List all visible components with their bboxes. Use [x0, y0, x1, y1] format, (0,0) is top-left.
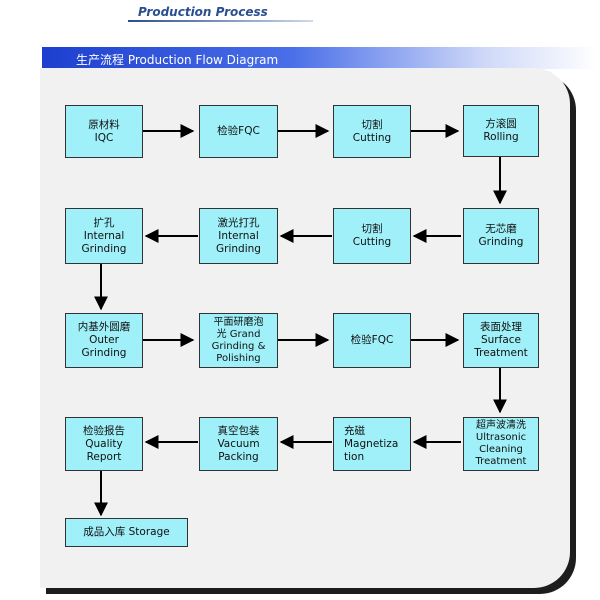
- step-fqc-inspection: 检验FQC: [199, 105, 278, 158]
- step-rolling: 方滚圆 Rolling: [463, 105, 539, 157]
- step-magnetization: 充磁 Magnetiza tion: [333, 417, 411, 471]
- step-cutting: 切割 Cutting: [333, 105, 411, 158]
- section-title: 生产流程 Production Flow Diagram: [76, 53, 279, 67]
- step-cutting-2: 切割 Cutting: [333, 208, 411, 264]
- page-heading: Production Process: [138, 5, 268, 19]
- step-centerless-grinding: 无芯磨 Grinding: [463, 208, 539, 264]
- step-ream-internal-grinding: 扩孔 Internal Grinding: [65, 208, 143, 264]
- section-banner: [42, 47, 597, 69]
- step-vacuum-packing: 真空包装 Vacuum Packing: [199, 417, 278, 471]
- step-surface-treatment: 表面处理 Surface Treatment: [463, 313, 539, 368]
- heading-underline: [128, 20, 313, 22]
- step-ultrasonic-cleaning: 超声波清洗 Ultrasonic Cleaning Treatment: [463, 417, 539, 471]
- step-grinding-polishing: 平面研磨泡 光 Grand Grinding & Polishing: [199, 313, 278, 368]
- step-fqc-inspection-2: 检验FQC: [333, 313, 411, 368]
- step-storage: 成品入库 Storage: [65, 518, 188, 547]
- step-laser-internal-grinding: 激光打孔 Internal Grinding: [199, 208, 278, 264]
- step-raw-material-iqc: 原材料 IQC: [65, 105, 143, 158]
- step-outer-grinding: 内基外圆磨 Outer Grinding: [65, 313, 143, 368]
- step-quality-report: 检验报告 Quality Report: [65, 417, 143, 471]
